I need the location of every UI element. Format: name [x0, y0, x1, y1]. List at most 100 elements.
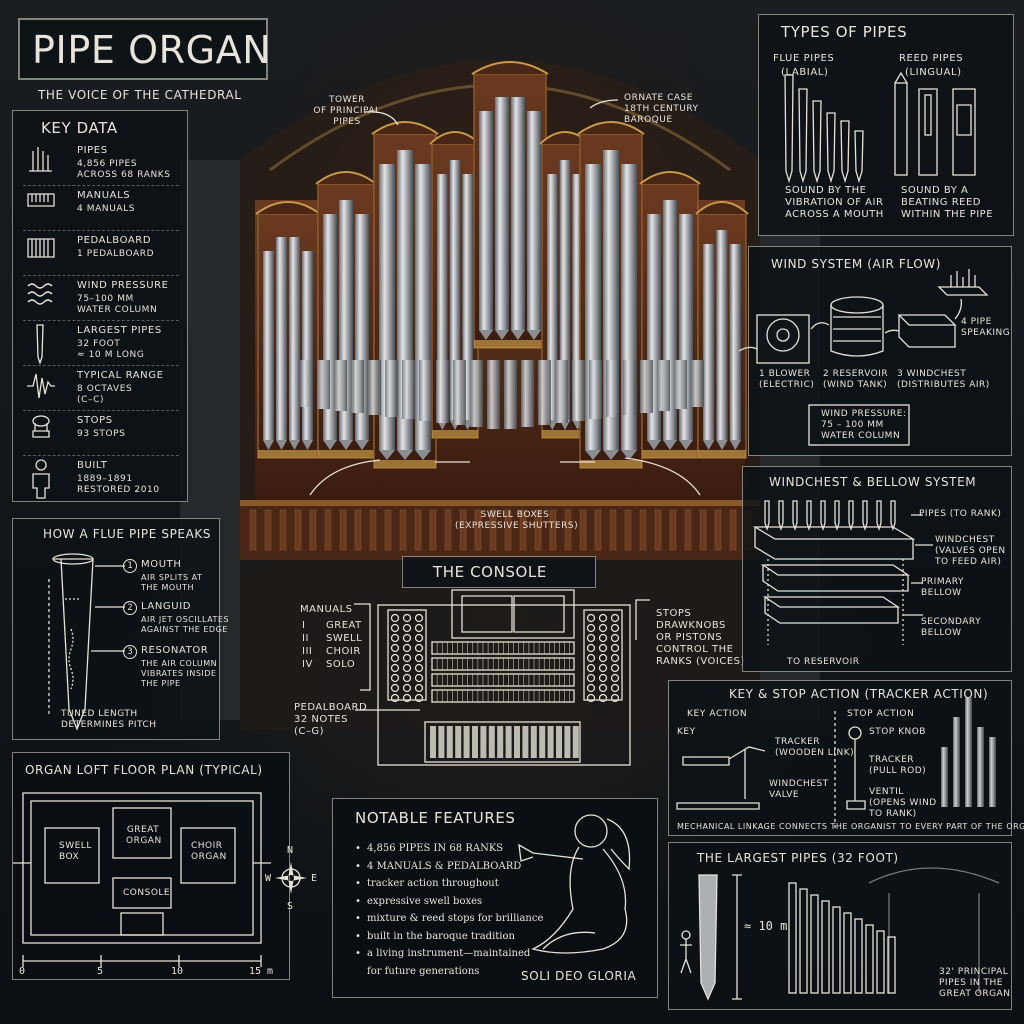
- stop-knob-label: STOP KNOB: [869, 727, 926, 737]
- wind-step-label: 4 PIPE: [961, 317, 992, 327]
- floor-plan-drawing: [13, 792, 307, 967]
- key-data-divider: [23, 275, 179, 276]
- notable-item: tracker action throughout: [367, 878, 499, 889]
- console-manual-number: I: [302, 620, 306, 631]
- wind-step-label: (DISTRIBUTES AIR): [897, 380, 990, 390]
- tracker-pull-label: TRACKER(PULL ROD): [869, 755, 927, 776]
- console-manual-number: IV: [302, 659, 313, 670]
- wind-system-panel: WIND SYSTEM (AIR FLOW) WIND PRESSURE:75 …: [738, 246, 1012, 456]
- scale-10: 10: [171, 966, 184, 977]
- flue-part-desc: AGAINST THE EDGE: [141, 625, 228, 634]
- console-manual-name: CHOIR: [326, 646, 361, 657]
- flue-part-name: MOUTH: [141, 559, 182, 570]
- wind-step-label: (WIND TANK): [823, 380, 888, 390]
- wc-reservoir-label: TO RESERVOIR: [787, 657, 860, 667]
- console-manual-name: SWELL: [326, 633, 363, 644]
- wind-step-label: 1 BLOWER: [759, 369, 811, 379]
- key-data-label: PIPES: [77, 145, 108, 156]
- largest-heading: THE LARGEST PIPES (32 FOOT): [697, 851, 899, 865]
- manuals-icon: [27, 193, 55, 207]
- wind-step-label: (ELECTRIC): [759, 380, 815, 390]
- compass-w: W: [265, 873, 272, 884]
- key-data-label: BUILT: [77, 460, 108, 471]
- console-manual-name: GREAT: [326, 620, 362, 631]
- wind-system-drawing: [738, 269, 989, 446]
- flue-part-desc: THE AIR COLUMN: [141, 659, 218, 668]
- scale-0: 0: [19, 966, 26, 977]
- key-data-label: MANUALS: [77, 190, 131, 201]
- wind-step-label: SPEAKING: [961, 328, 1011, 338]
- scale-5: 5: [97, 966, 104, 977]
- reed-pipes-title: REED PIPES: [899, 53, 964, 64]
- key-data-heading: KEY DATA: [41, 119, 118, 137]
- console-manuals-label: MANUALS: [300, 604, 353, 615]
- page-subtitle: THE VOICE OF THE CATHEDRAL: [38, 88, 242, 102]
- angel-trumpet-illustration: [518, 814, 631, 954]
- waveform-icon: [27, 373, 55, 399]
- flue-part-desc: AIR SPLITS AT: [141, 573, 203, 582]
- key-data-value: 1889–1891: [77, 474, 133, 484]
- compass-e: E: [311, 873, 318, 884]
- windchest-heading: WINDCHEST & BELLOW SYSTEM: [769, 475, 977, 489]
- key-data-value: ACROSS 68 RANKS: [77, 170, 171, 180]
- wind-step-label: 3 WINDCHEST: [897, 369, 967, 379]
- reed-pipes-sub: (LINGUAL): [905, 67, 962, 78]
- key-data-value: 75–100 MM: [77, 294, 134, 304]
- tracker-wooden-label: TRACKER(WOODEN LINK): [775, 737, 855, 758]
- pedalboard-icon: [27, 238, 55, 258]
- types-of-pipes-panel: TYPES OF PIPES FLUE PIPES (LABIAL) REED …: [758, 14, 1014, 236]
- key-data-divider: [23, 320, 179, 321]
- wind-step-label: 2 RESERVOIR: [823, 369, 889, 379]
- notable-bullet: •: [355, 895, 362, 907]
- key-action-label: KEY ACTION: [687, 709, 748, 719]
- notable-item: a living instrument—maintained: [367, 948, 531, 959]
- key-data-label: WIND PRESSURE: [77, 280, 169, 291]
- flue-part-number: 2: [123, 601, 137, 615]
- key-data-value: 8 OCTAVES: [77, 384, 133, 394]
- action-panel: KEY & STOP ACTION (TRACKER ACTION) KEY A…: [668, 680, 1024, 836]
- notable-item: built in the baroque tradition: [367, 930, 515, 942]
- flue-part-number: 3: [123, 645, 137, 659]
- types-heading: TYPES OF PIPES: [781, 23, 908, 41]
- console-manual-number: III: [302, 646, 313, 657]
- notable-item: mixture & reed stops for brilliance: [367, 913, 544, 924]
- key-data-value: ≈ 10 M LONG: [77, 350, 145, 360]
- floor-plan-heading: ORGAN LOFT FLOOR PLAN (TYPICAL): [25, 763, 263, 777]
- soli-deo-gloria: SOLI DEO GLORIA: [521, 969, 637, 983]
- console-manual-name: SOLO: [326, 659, 356, 670]
- notable-bullet: •: [355, 860, 362, 872]
- notable-heading: NOTABLE FEATURES: [355, 809, 516, 827]
- largest-pipe-icon: [36, 324, 44, 366]
- key-data-value: WATER COLUMN: [77, 305, 158, 315]
- room-console: CONSOLE: [123, 888, 171, 898]
- flue-part-name: RESONATOR: [141, 645, 209, 656]
- notable-item: 4,856 PIPES IN 68 RANKS: [367, 843, 504, 854]
- largest-pipes-drawing: [680, 867, 1000, 1001]
- flue-part-number: 1: [123, 559, 137, 573]
- console-heading: THE CONSOLE: [433, 563, 547, 581]
- notable-bullet: •: [355, 878, 362, 889]
- key-data-label: LARGEST PIPES: [77, 325, 162, 336]
- console-manual-number: II: [302, 633, 309, 644]
- pipes-icon: [29, 147, 52, 172]
- notable-item: expressive swell boxes: [367, 895, 483, 907]
- key-data-value: RESTORED 2010: [77, 485, 160, 495]
- key-data-value: 4,856 PIPES: [77, 159, 138, 169]
- flue-pipes-sub: (LABIAL): [781, 67, 829, 78]
- wc-pipes-label: PIPES (TO RANK): [919, 509, 1002, 519]
- flue-part-desc: AIR JET OSCILLATES: [141, 615, 230, 624]
- key-data-label: TYPICAL RANGE: [77, 370, 164, 381]
